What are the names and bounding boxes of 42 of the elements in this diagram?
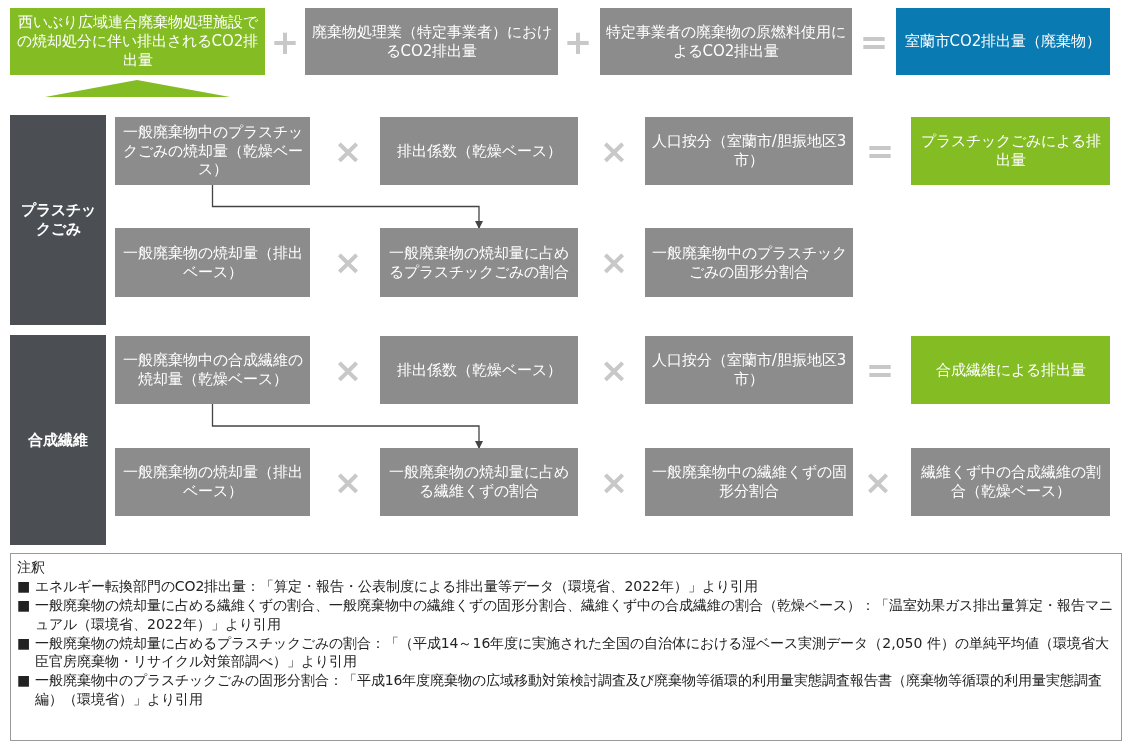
notes-heading: 注釈 bbox=[17, 558, 46, 577]
category-band: 合成繊維 bbox=[10, 335, 106, 545]
factor-box: 特定事業者の廃棄物の原燃料使用によるCO2排出量 bbox=[600, 8, 852, 75]
total-box: 室蘭市CO2排出量（廃棄物） bbox=[896, 8, 1110, 75]
note-text: ■ 一般廃棄物の焼却量に占めるプラスチックごみの割合：「（平成14～16年度に実施された全国の自治体における湿ベース実測データ（2,050 件）の単純平均値（環境省大臣官房廃棄物・リサイクル対策部調べ）」より引用 bbox=[17, 633, 1110, 672]
operator-sign: = bbox=[859, 25, 889, 59]
category-band: プラスチックごみ bbox=[10, 115, 106, 325]
factor-box: 一般廃棄物の焼却量（排出ベース） bbox=[115, 448, 310, 516]
operator-sign: × bbox=[333, 245, 363, 279]
operator-sign: × bbox=[599, 134, 629, 168]
note-text: ■ 一般廃棄物の焼却量に占める繊維くずの割合、一般廃棄物中の繊維くずの固形分割合、繊維くず中の合成繊維の割合（乾燥ベース）：「温室効果ガス排出量算定・報告マニュアル（環境省、2022年）」より引用 bbox=[17, 595, 1114, 634]
elbow-arrow bbox=[211, 403, 483, 449]
operator-sign: + bbox=[563, 25, 593, 59]
operator-sign: × bbox=[599, 353, 629, 387]
factor-box: 人口按分（室蘭市/胆振地区3市） bbox=[645, 117, 853, 185]
operator-sign: × bbox=[599, 245, 629, 279]
factor-box: 人口按分（室蘭市/胆振地区3市） bbox=[645, 336, 853, 404]
operator-sign: + bbox=[270, 25, 300, 59]
factor-box: 一般廃棄物の焼却量（排出ベース） bbox=[115, 228, 310, 297]
factor-box: 繊維くず中の合成繊維の割合（乾燥ベース） bbox=[911, 448, 1110, 516]
factor-box: 一般廃棄物の焼却量に占めるプラスチックごみの割合 bbox=[380, 228, 578, 297]
factor-box: 排出係数（乾燥ベース） bbox=[380, 117, 578, 185]
factor-box: 一般廃棄物の焼却量に占める繊維くずの割合 bbox=[380, 448, 578, 516]
operator-sign: × bbox=[333, 134, 363, 168]
note-text: ■ 一般廃棄物中のプラスチックごみの固形分割合：「平成16年度廃棄物の広域移動対策検討調査及び廃棄物等循環的利用量実態調査報告書（廃棄物等循環的利用量実態調査編）（環境省）」より引用 bbox=[17, 671, 1104, 710]
operator-sign: = bbox=[865, 353, 895, 387]
factor-box: 一般廃棄物中の繊維くずの固形分割合 bbox=[645, 448, 853, 516]
factor-box: 一般廃棄物中のプラスチックごみの焼却量（乾燥ベース） bbox=[115, 117, 310, 185]
factor-box: 排出係数（乾燥ベース） bbox=[380, 336, 578, 404]
operator-sign: × bbox=[333, 465, 363, 499]
result-box: 合成繊維による排出量 bbox=[911, 336, 1110, 404]
operator-sign: = bbox=[865, 134, 895, 168]
elbow-arrow bbox=[211, 184, 483, 229]
result-box: 西いぶり広域連合廃棄物処理施設での焼却処分に伴い排出されるCO2排出量 bbox=[10, 8, 265, 75]
operator-sign: × bbox=[863, 465, 893, 499]
factor-box: 一般廃棄物中のプラスチックごみの固形分割合 bbox=[645, 228, 853, 297]
operator-sign: × bbox=[599, 465, 629, 499]
factor-box: 一般廃棄物中の合成繊維の焼却量（乾燥ベース） bbox=[115, 336, 310, 404]
factor-box: 廃棄物処理業（特定事業者）におけるCO2排出量 bbox=[305, 8, 558, 75]
note-text: ■ エネルギー転換部門のCO2排出量：「算定・報告・公表制度による排出量等データ（環境省、2022年）」より引用 bbox=[17, 576, 759, 596]
operator-sign: × bbox=[333, 353, 363, 387]
result-box: プラスチックごみによる排出量 bbox=[911, 117, 1110, 185]
